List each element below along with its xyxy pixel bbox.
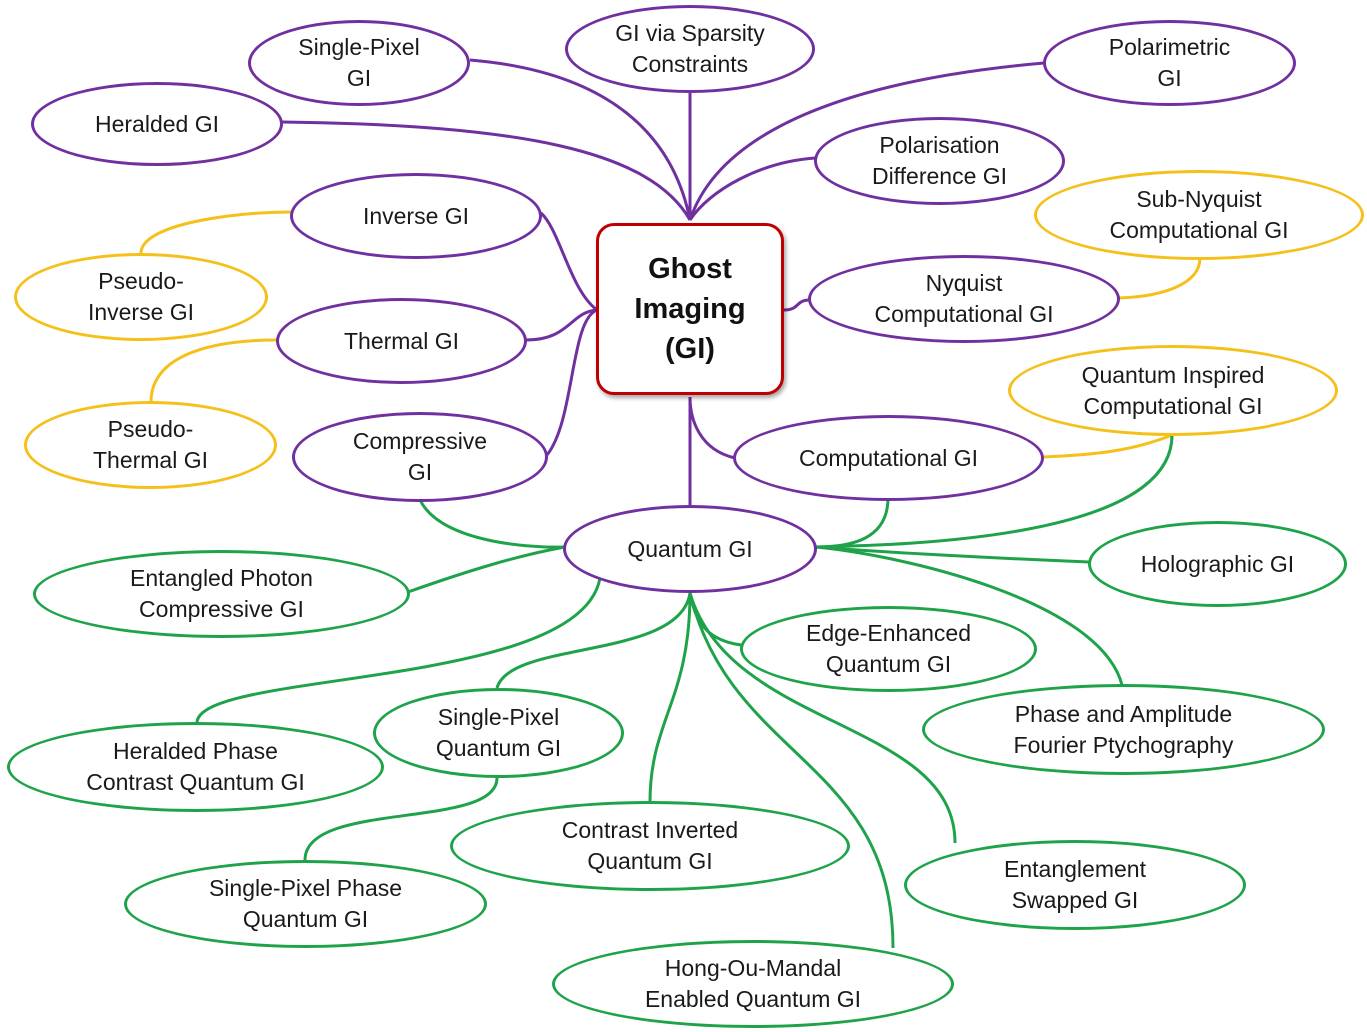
edge-inverse-gi (539, 211, 598, 312)
edge-sub-nyquist-gi (1117, 257, 1202, 300)
node-label: Holographic GI (1140, 550, 1295, 577)
node-phase-amplitude-fourier-ptychography: Phase and Amplitude Fourier Ptychography (922, 684, 1325, 775)
edge-computational-to-quantum (815, 497, 890, 549)
node-single-pixel-quantum-gi: Single-Pixel Quantum GI (373, 688, 624, 778)
node-heralded-gi: Heralded GI (31, 82, 283, 166)
edge-pseudo-inverse-gi (139, 210, 292, 254)
node-polarisation-difference-gi: Polarisation Difference GI (814, 117, 1065, 205)
node-label: Heralded GI (94, 110, 219, 137)
node-contrast-inverted-quantum-gi: Contrast Inverted Quantum GI (450, 801, 850, 891)
node-label: Pseudo- Inverse GI (87, 268, 195, 325)
node-heralded-phase-contrast-quantum-gi: Heralded Phase Contrast Quantum GI (7, 722, 384, 812)
edge-heralded-gi (281, 120, 692, 221)
node-inverse-gi: Inverse GI (290, 173, 542, 259)
node-single-pixel-phase-quantum-gi: Single-Pixel Phase Quantum GI (124, 860, 487, 948)
edge-entanglement-swapped-gi (688, 592, 957, 844)
node-sub-nyquist-computational-gi: Sub-Nyquist Computational GI (1034, 170, 1364, 260)
node-label: Pseudo- Thermal GI (92, 416, 209, 473)
edge-nyquist-gi (783, 298, 811, 312)
edge-quantum-inspired-to-quantum (815, 434, 1174, 549)
node-label: Single-Pixel GI (298, 34, 420, 91)
node-label: Edge-Enhanced Quantum GI (806, 620, 971, 677)
edge-computational-gi (688, 396, 736, 460)
node-label: Quantum GI (627, 535, 753, 562)
node-label: GI via Sparsity Constraints (615, 20, 765, 77)
node-pseudo-thermal-gi: Pseudo- Thermal GI (24, 401, 277, 489)
node-label: Heralded Phase Contrast Quantum GI (86, 738, 305, 795)
node-label: Quantum Inspired Computational GI (1081, 361, 1265, 419)
node-label: Entanglement Swapped GI (1004, 856, 1146, 913)
edge-contrast-inverted-gi (648, 592, 692, 803)
edge-compressive-gi (545, 308, 598, 456)
node-entanglement-swapped-gi: Entanglement Swapped GI (904, 840, 1246, 930)
node-quantum-gi: Quantum GI (563, 505, 817, 593)
center-node-ghost-imaging: Ghost Imaging (GI) (596, 223, 784, 395)
node-polarimetric-gi: Polarimetric GI (1043, 20, 1296, 106)
edge-single-pixel-gi (469, 58, 692, 221)
edge-pseudo-thermal-gi (149, 338, 278, 403)
edge-polarimetric-gi (688, 61, 1045, 221)
node-label: Thermal GI (343, 327, 460, 354)
node-label: Hong-Ou-Mandal Enabled Quantum GI (644, 955, 862, 1012)
node-label: Contrast Inverted Quantum GI (561, 817, 739, 874)
edge-holographic-gi (815, 545, 1090, 564)
node-compressive-gi: Compressive GI (292, 412, 548, 502)
edge-single-pixel-quantum-gi (495, 592, 692, 689)
node-nyquist-computational-gi: Nyquist Computational GI (808, 255, 1120, 343)
edge-phase-amplitude-fp (815, 545, 1124, 686)
center-node-label: Ghost Imaging (GI) (634, 253, 746, 365)
node-label: Single-Pixel Quantum GI (435, 704, 562, 761)
node-hong-ou-mandal-enabled-quantum-gi: Hong-Ou-Mandal Enabled Quantum GI (552, 940, 954, 1028)
node-gi-via-sparsity-constraints: GI via Sparsity Constraints (565, 5, 815, 93)
node-label: Computational GI (799, 444, 978, 471)
node-computational-gi: Computational GI (733, 415, 1044, 501)
edge-hong-ou-mandal-gi (688, 592, 895, 949)
node-thermal-gi: Thermal GI (276, 298, 527, 384)
edge-entangled-photon-gi (407, 545, 566, 594)
edge-single-pixel-phase-gi (303, 777, 499, 861)
edge-thermal-gi (525, 308, 598, 342)
node-edge-enhanced-quantum-gi: Edge-Enhanced Quantum GI (740, 606, 1037, 692)
node-single-pixel-gi: Single-Pixel GI (248, 20, 470, 106)
edge-quantum-inspired-gi (1042, 433, 1173, 459)
node-quantum-inspired-computational-gi: Quantum Inspired Computational GI (1008, 345, 1338, 436)
edge-polarisation-difference-gi (688, 156, 816, 221)
edge-compressive-to-quantum (418, 499, 566, 549)
node-pseudo-inverse-gi: Pseudo- Inverse GI (14, 253, 268, 341)
node-label: Sub-Nyquist Computational GI (1109, 186, 1289, 243)
node-label: Compressive GI (352, 428, 488, 485)
node-entangled-photon-compressive-gi: Entangled Photon Compressive GI (33, 550, 410, 638)
node-label: Polarimetric GI (1108, 34, 1231, 91)
node-label: Entangled Photon Compressive GI (130, 565, 313, 622)
node-holographic-gi: Holographic GI (1088, 521, 1347, 607)
node-label: Phase and Amplitude Fourier Ptychography (1013, 700, 1234, 758)
node-label: Single-Pixel Phase Quantum GI (208, 875, 403, 932)
node-label: Polarisation Difference GI (871, 132, 1008, 189)
node-label: Nyquist Computational GI (874, 270, 1054, 327)
edge-heralded-phase-gi (195, 577, 602, 724)
node-label: Inverse GI (362, 202, 470, 229)
